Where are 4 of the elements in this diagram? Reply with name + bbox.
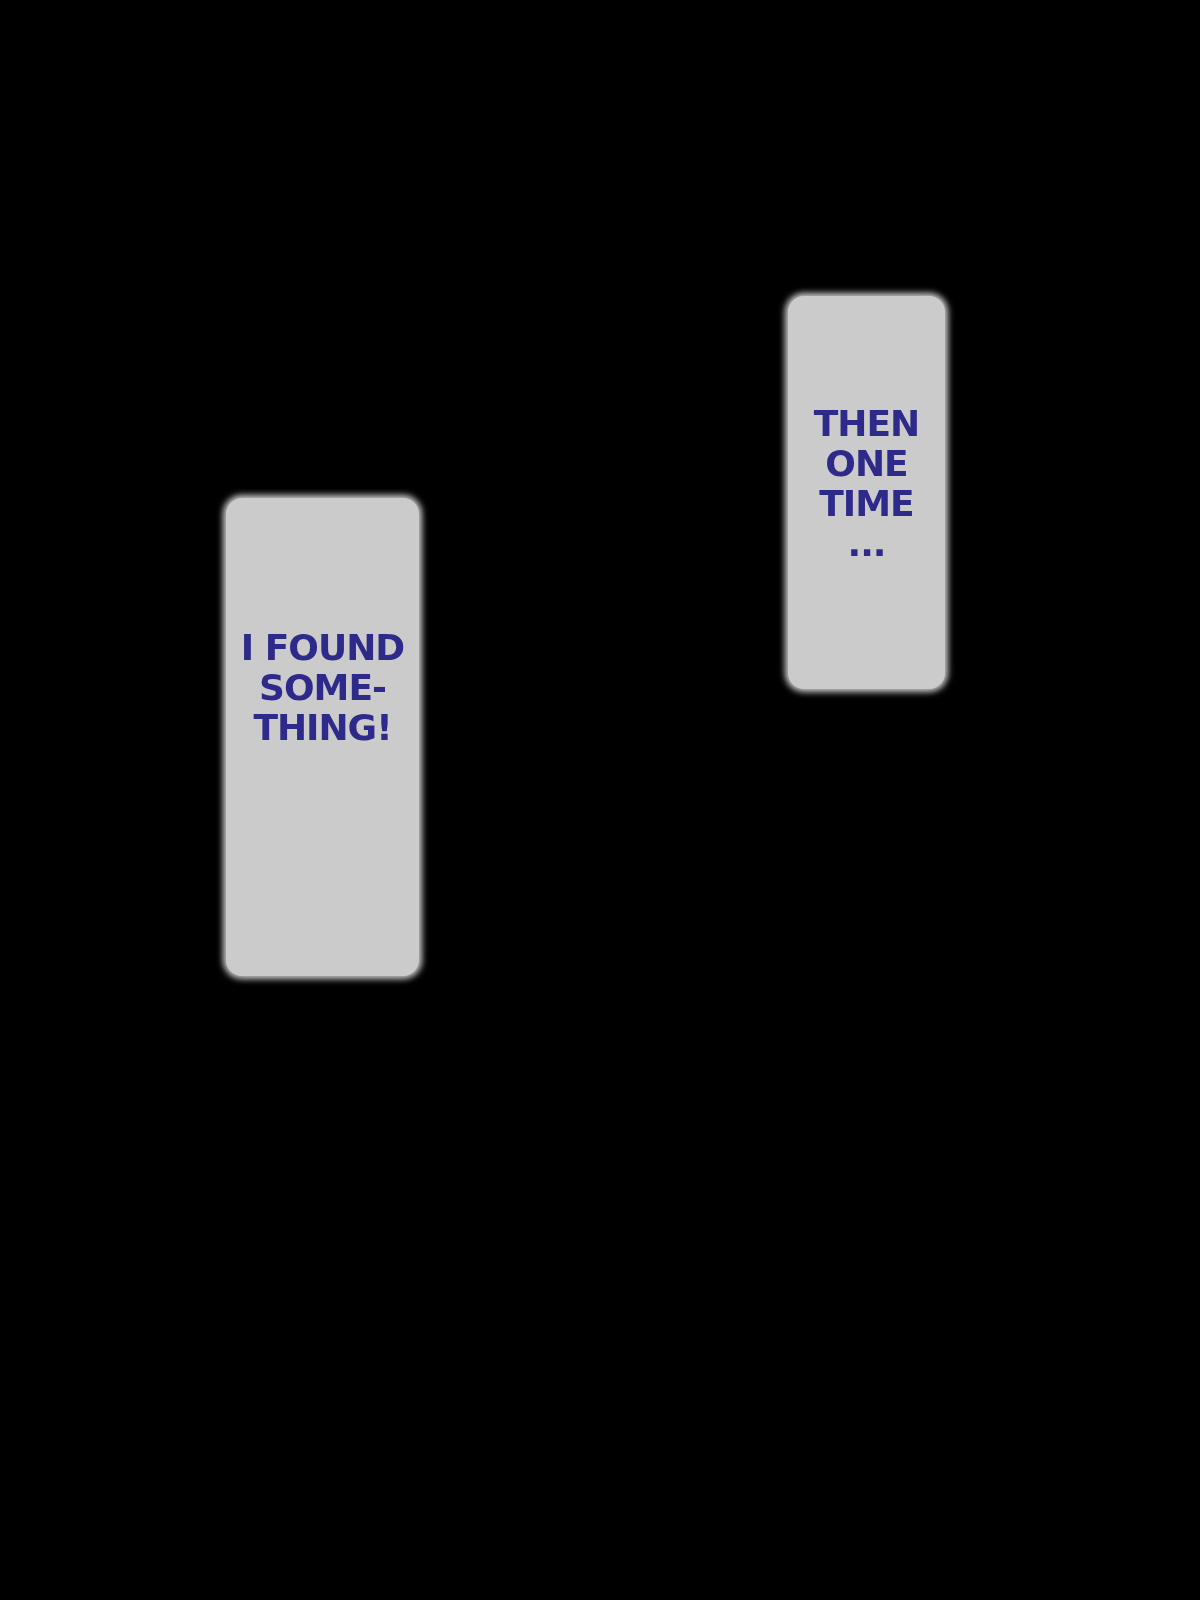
caption-box [226,498,419,976]
caption-box [788,296,945,689]
caption-text: I FOUND SOME-THING! [239,628,406,748]
caption-text: THEN ONE TIME ... [812,404,921,564]
